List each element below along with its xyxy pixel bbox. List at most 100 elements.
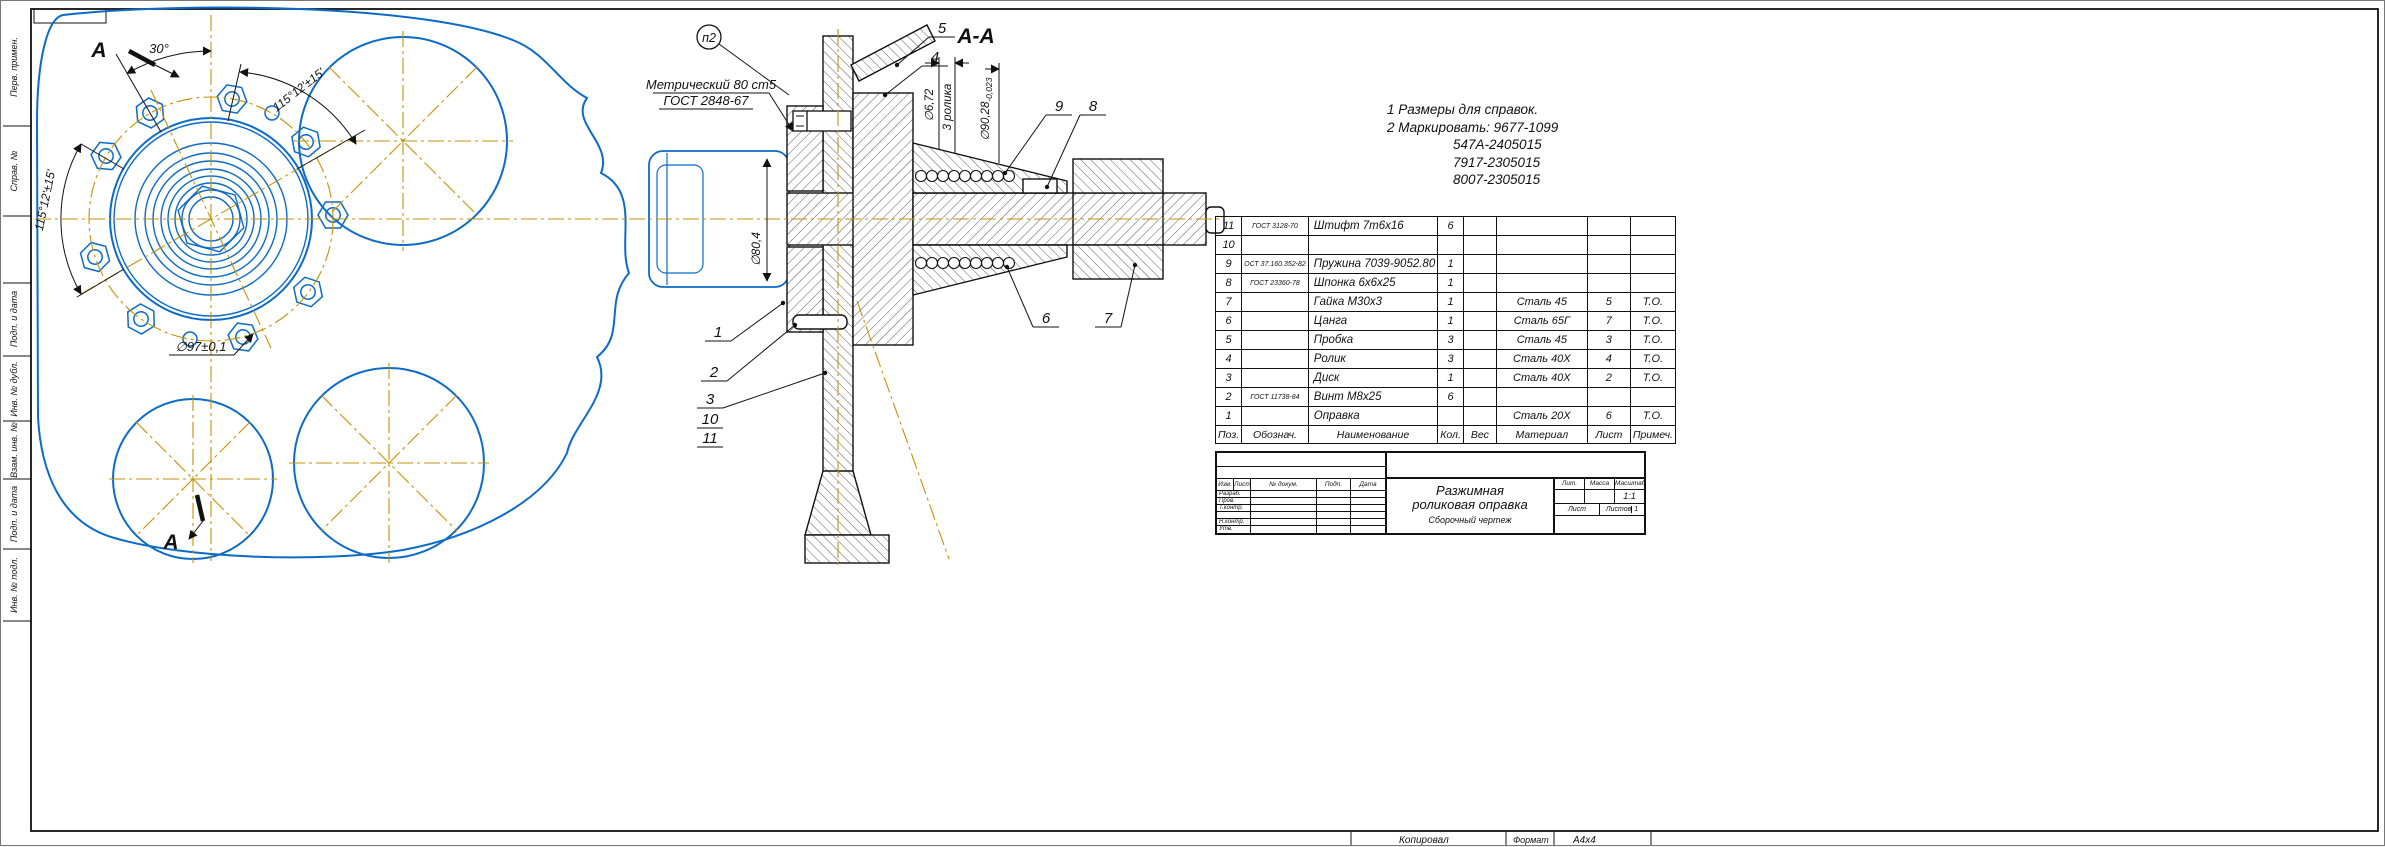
meta-header-row: Лит. Масса Масштаб	[1555, 479, 1644, 490]
name-cell: Гайка М30х3	[1307, 292, 1439, 312]
pos-cell: 8	[1214, 273, 1243, 293]
dim-dia-9028-tolerance: -0,023	[984, 77, 994, 101]
title-line-1: Разжимная	[1436, 483, 1504, 498]
note-cell	[1629, 273, 1676, 293]
material-cell	[1495, 273, 1588, 293]
material-cell: Сталь 40Х	[1495, 349, 1588, 369]
name-cell: Шпонка 6х6х25	[1307, 273, 1439, 293]
pos-cell: 4	[1214, 349, 1243, 369]
role-row: Разраб.	[1217, 491, 1385, 498]
header-weight: Вес	[1462, 425, 1497, 444]
role-label: Т.контр.	[1217, 505, 1251, 511]
header-pos: Поз.	[1214, 425, 1243, 444]
col-list: Лист	[1234, 479, 1251, 490]
weight-cell	[1462, 292, 1497, 312]
mass-value	[1585, 490, 1615, 503]
qty-cell: 1	[1437, 273, 1464, 293]
pin-hole	[182, 331, 198, 347]
sheet-label: Лист	[1555, 504, 1600, 515]
col-izm: Изм.	[1217, 479, 1234, 490]
balloon-1: 1	[714, 324, 722, 341]
pos-cell: 2	[1214, 387, 1243, 407]
mass-label: Масса	[1585, 479, 1615, 489]
weight-cell	[1462, 254, 1497, 274]
note-cell: Т.О.	[1629, 292, 1676, 312]
header-sheet: Лист	[1586, 425, 1631, 444]
nut	[1072, 158, 1164, 280]
section-label: А-А	[956, 25, 994, 48]
col-data: Дата	[1359, 481, 1377, 488]
lit-value	[1555, 490, 1585, 503]
dim-dia-97: ∅97±0,1	[176, 339, 227, 354]
material-cell: Сталь 20Х	[1495, 406, 1588, 426]
pin	[792, 314, 848, 330]
pos-cell: 9	[1214, 254, 1243, 274]
margin-label: Подп. и дата	[9, 291, 19, 347]
sheet-row: Лист Листов 1	[1555, 504, 1644, 516]
role-row: Н.контр.	[1217, 519, 1385, 526]
dim-angle-115-left: 115°12'±15'	[32, 168, 59, 232]
title-block-meta: Лит. Масса Масштаб 1:1 Лист Листов 1	[1555, 479, 1644, 533]
scale-label: Масштаб	[1615, 480, 1644, 487]
qty-cell	[1437, 235, 1464, 255]
header-name: Наименование	[1307, 425, 1439, 444]
role-label: Н.контр.	[1217, 519, 1251, 525]
header-material: Материал	[1495, 425, 1588, 444]
sheets-cell: Листов 1	[1600, 504, 1644, 515]
qty-cell: 1	[1437, 368, 1464, 388]
material-cell	[1495, 387, 1588, 407]
thread-note-line1: Метрический 80 ст5	[646, 77, 777, 92]
weight-cell	[1462, 406, 1497, 426]
document-designation-cell	[1387, 453, 1644, 479]
name-cell: Пружина 7039-9052.80	[1307, 254, 1439, 274]
qty-cell	[1437, 406, 1464, 426]
qty-cell: 3	[1437, 330, 1464, 350]
sheet-cell	[1586, 235, 1631, 255]
designation-cell	[1241, 330, 1309, 350]
designation-cell	[1241, 292, 1309, 312]
col-podp: Подп.	[1317, 479, 1351, 490]
balloon-7: 7	[1104, 310, 1113, 327]
margin-label: Взам. инв. №	[9, 422, 19, 478]
thread-note-line2: ГОСТ 2848-67	[664, 93, 750, 108]
annotation-texts: 30° 115°12'±15' 115°12'±15' ∅97±0,1 А А …	[32, 20, 1113, 554]
balloon-11: 11	[702, 430, 718, 447]
material-cell: Сталь 45	[1495, 292, 1588, 312]
role-row: Т.контр.	[1217, 505, 1385, 512]
hub-hexagon	[177, 185, 245, 253]
change-rows	[1217, 453, 1385, 479]
margin-label: Инв. № дубл.	[9, 361, 19, 416]
corner-stamp-box	[33, 8, 107, 24]
qty-cell: 1	[1437, 292, 1464, 312]
name-cell	[1307, 235, 1439, 255]
weight-cell	[1462, 273, 1497, 293]
parts-table-header: Поз. Обознач. Наименование Кол. Вес Мате…	[1214, 425, 1676, 444]
lightening-holes	[112, 36, 508, 560]
section-letter-bottom: А	[162, 531, 178, 554]
sheet-cell: 4	[1586, 349, 1631, 369]
designation-cell	[1241, 349, 1309, 369]
sheet-cell	[1586, 387, 1631, 407]
margin-label: Подп. и дата	[9, 486, 19, 542]
document-title: Разжимная роликовая оправка Сборочный че…	[1387, 479, 1555, 533]
part-outline	[35, 6, 631, 559]
meta-value-row: 1:1	[1555, 490, 1644, 504]
note-cell	[1629, 216, 1676, 236]
designation-cell: ГОСТ 11738-84	[1241, 387, 1309, 407]
title-block: Изм. Лист № докум. Подп. Дата Разраб. Пр…	[1215, 451, 1646, 535]
qty-cell: 1	[1437, 254, 1464, 274]
balloon-5: 5	[938, 20, 947, 37]
title-block-signatures: Изм. Лист № докум. Подп. Дата Разраб. Пр…	[1217, 453, 1387, 533]
material-cell	[1495, 254, 1588, 274]
note-cell: Т.О.	[1629, 349, 1676, 369]
pos-cell: 11	[1214, 216, 1243, 236]
technical-notes: 1 Размеры для справок. 2 Маркировать: 96…	[1387, 101, 1558, 189]
dim-dia-9028: ∅90,28-0,023	[980, 77, 994, 140]
